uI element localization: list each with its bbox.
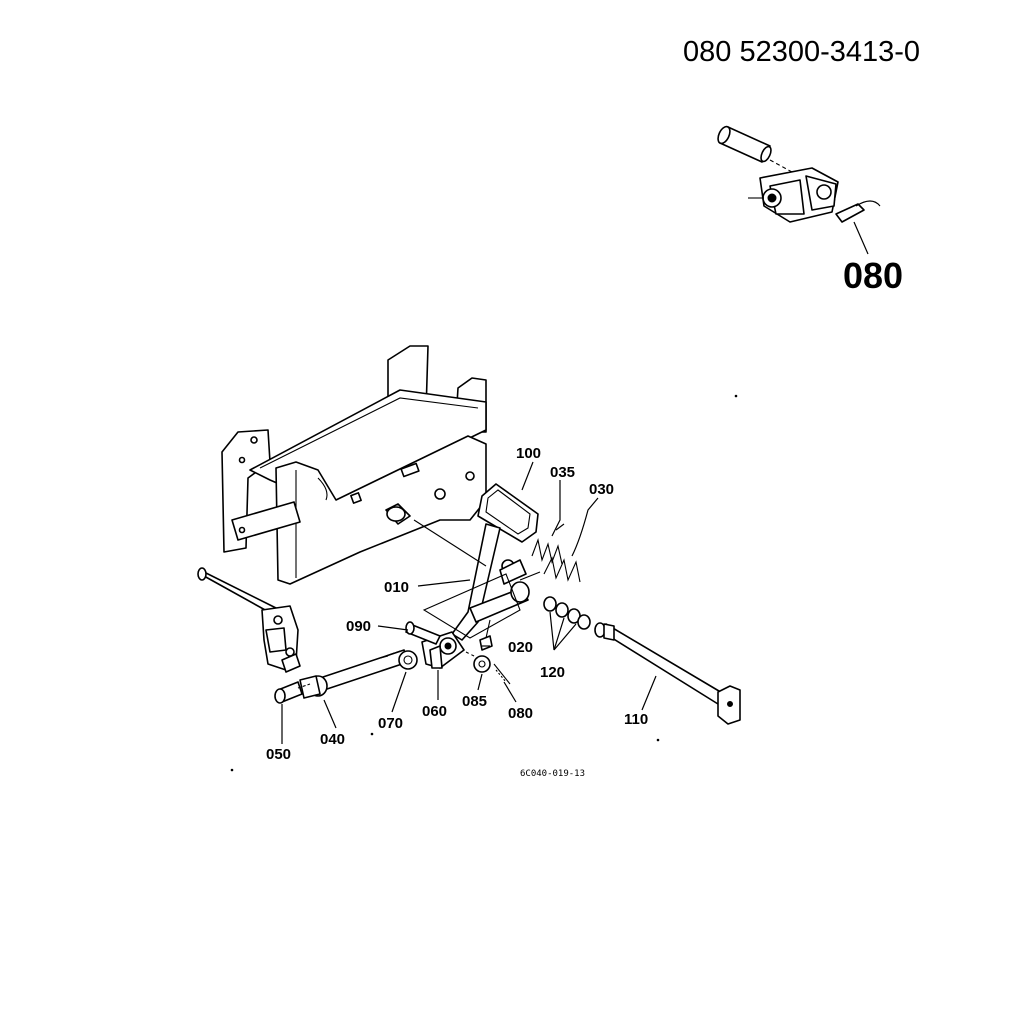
scan-specks	[230, 394, 738, 772]
washer-085	[473, 655, 491, 673]
pin-090	[405, 621, 441, 645]
cotter-080	[465, 651, 511, 685]
label-030: 030	[589, 481, 614, 498]
label-020: 020	[508, 639, 533, 656]
label-120: 120	[540, 664, 565, 681]
inset-callout-label: 080	[843, 255, 903, 296]
label-050: 050	[266, 746, 291, 763]
label-090: 090	[346, 618, 371, 635]
label-010: 010	[384, 579, 409, 596]
pedal-pad	[477, 483, 539, 543]
spring-030	[519, 556, 581, 583]
label-060: 060	[422, 703, 447, 720]
frame-boss	[385, 503, 411, 525]
label-040: 040	[320, 731, 345, 748]
label-110: 110	[624, 711, 648, 728]
spring-035	[531, 523, 565, 565]
nut-070	[398, 650, 418, 670]
linkage-rod-040	[299, 649, 409, 699]
label-070: 070	[378, 715, 403, 732]
label-035: 035	[550, 464, 575, 481]
label-100: 100	[516, 445, 541, 462]
inset-callout-leader	[853, 221, 869, 255]
chassis-frame	[221, 345, 487, 585]
label-085: 085	[462, 693, 487, 710]
washers-120	[543, 596, 591, 630]
left-shaft-bracket	[197, 567, 301, 673]
inset-clip	[835, 200, 881, 223]
pin-050	[274, 681, 311, 704]
pedal-assembly	[413, 483, 591, 651]
inset-clevis	[748, 167, 839, 223]
pedal-arm	[451, 523, 530, 641]
inset-pin	[717, 125, 772, 163]
leader-lines	[281, 461, 657, 744]
diagram-code: 080 52300-3413-0	[683, 36, 920, 68]
inset-clevis-detail: 080	[717, 125, 903, 296]
label-080: 080	[508, 705, 533, 722]
shaft-110	[594, 622, 741, 725]
part-labels: 100 035 030 010 090 020 120 110 070 060 …	[266, 445, 648, 763]
drawing-reference: 6C040-019-13	[520, 769, 585, 779]
